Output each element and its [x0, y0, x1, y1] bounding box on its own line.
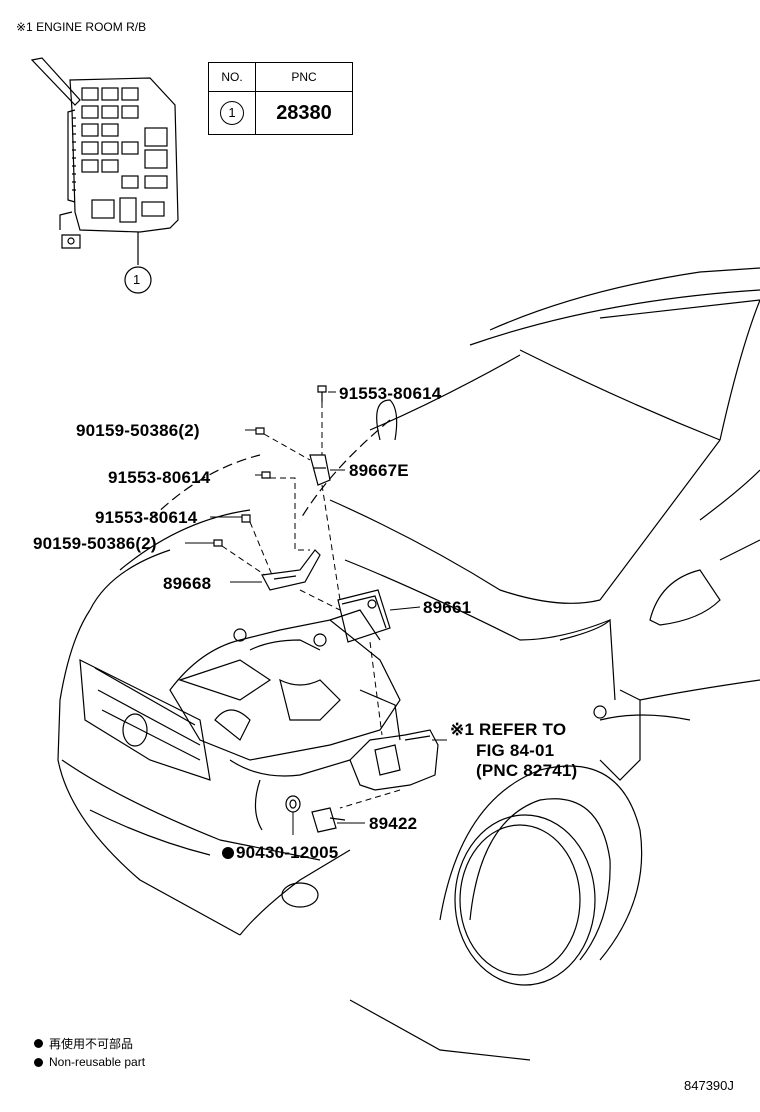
pnc-table: NO. PNC 1 28380 [208, 62, 353, 135]
refer-note-line2: FIG 84-01 [476, 741, 555, 760]
legend-dot-icon [34, 1057, 43, 1067]
refer-note-line1: ※1 REFER TO [450, 720, 567, 739]
engine-room-relay-block-drawing [30, 57, 179, 294]
part-number-bolt-top: 91553-80614 [339, 384, 442, 403]
part-number-bracket-89668: 89668 [163, 574, 212, 593]
part-number-ecu-89661: 89661 [423, 598, 472, 617]
part-number-bolt-left-2: 91553-80614 [108, 468, 211, 487]
part-number-bracket-89667e: 89667E [349, 461, 409, 480]
sensor-89422-drawing [285, 795, 346, 833]
legend-jp: 再使用不可部品 [34, 1035, 133, 1052]
relay-block-callout-number: 1 [133, 272, 141, 287]
pnc-table-header-pnc: PNC [255, 62, 353, 92]
non-reusable-dot-icon [222, 846, 234, 859]
part-number-gasket-non-reusable: 90430-12005 [222, 844, 338, 861]
pnc-table-row-no: 1 [208, 91, 256, 135]
refer-note-line3: (PNC 82741) [476, 761, 578, 780]
part-number-bolt-left-3: 91553-80614 [95, 508, 198, 527]
leader-lines [185, 391, 447, 835]
pnc-row-number-circle: 1 [220, 101, 244, 125]
relay-module-drawing [349, 729, 439, 791]
ecu-bracket-89667e-drawing [309, 454, 331, 486]
legend-en-label: Non-reusable part [49, 1055, 146, 1069]
section-title: ※1 ENGINE ROOM R/B [16, 20, 147, 34]
part-number-gasket-label: 90430-12005 [236, 843, 339, 862]
engine-ecu-drawing [337, 589, 391, 643]
part-number-bolt-left-4: 90159-50386(2) [33, 534, 157, 553]
figure-code: 847390J [684, 1078, 734, 1093]
pnc-table-row-pnc: 28380 [255, 91, 353, 135]
legend-jp-label: 再使用不可部品 [49, 1037, 134, 1051]
vehicle-outline-drawing [57, 267, 760, 1061]
legend-dot-icon [34, 1039, 43, 1048]
part-number-bolt-left-1: 90159-50386(2) [76, 421, 200, 440]
legend-en: Non-reusable part [34, 1055, 145, 1069]
ecu-bracket-89668-drawing [261, 549, 321, 591]
part-number-sensor-89422: 89422 [369, 814, 418, 833]
bolt-drawings [213, 385, 327, 547]
pnc-table-header-no: NO. [208, 62, 256, 92]
